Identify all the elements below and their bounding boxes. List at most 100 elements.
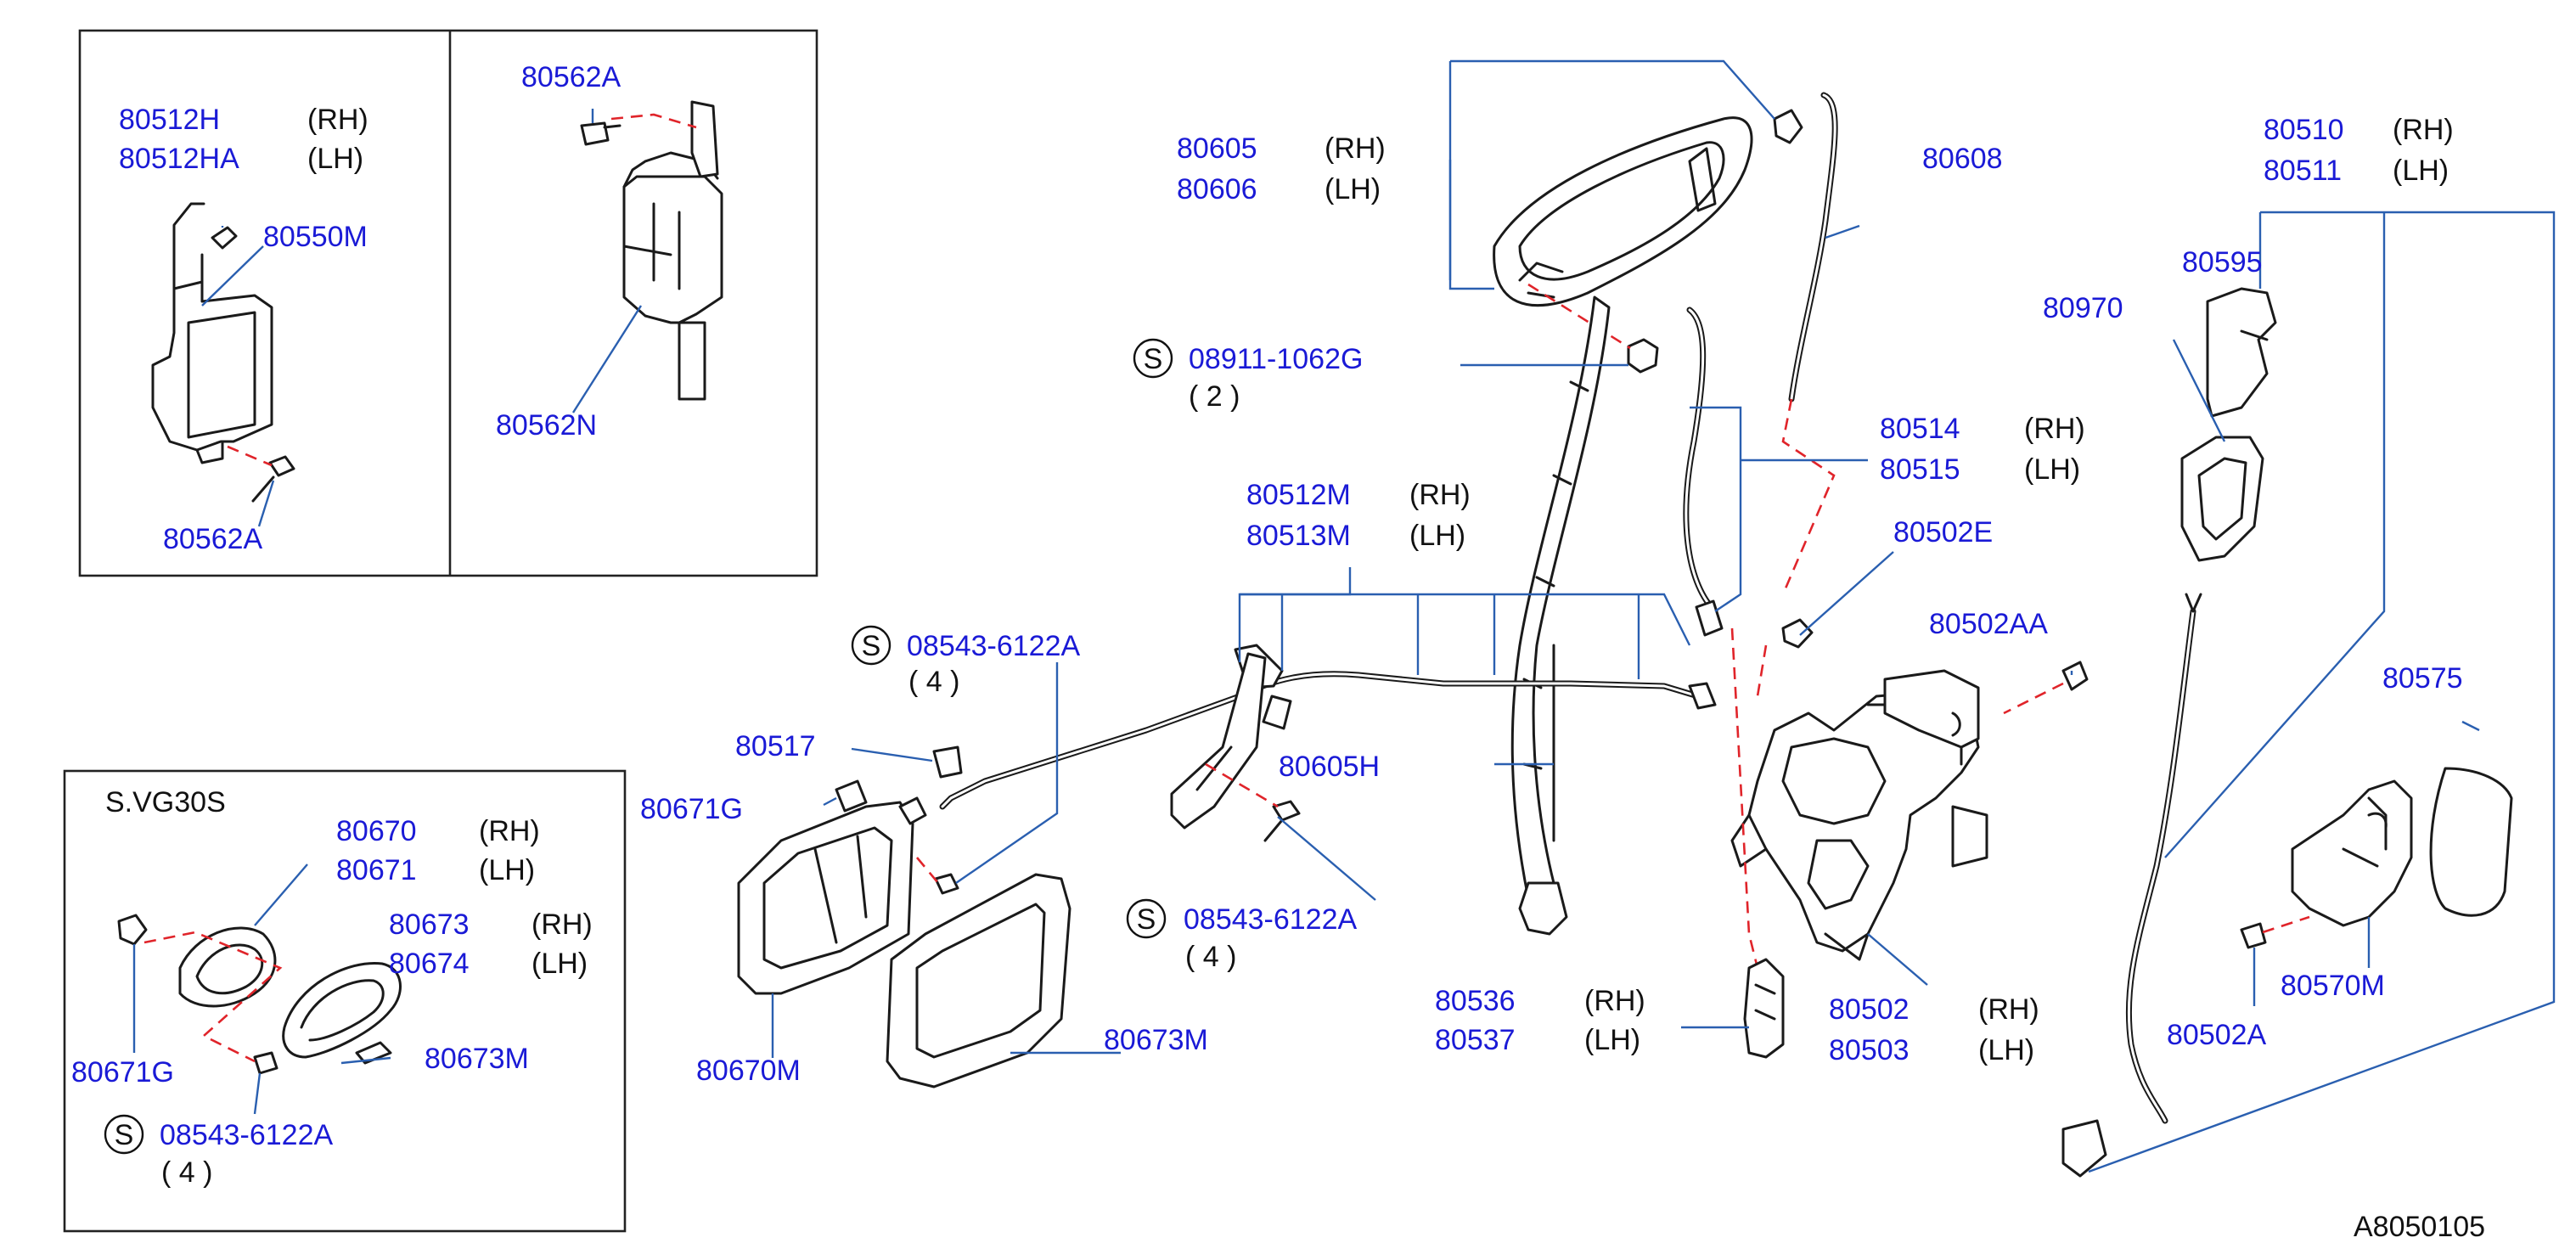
clip-80517 — [932, 745, 963, 779]
label-80513M: 80513M — [1246, 520, 1351, 552]
door-sash-channel — [1510, 295, 1611, 936]
side-80512HA: (LH) — [307, 143, 363, 175]
side-80537: (LH) — [1584, 1024, 1640, 1056]
side-80513M: (LH) — [1409, 520, 1465, 552]
inset-frame-bottom — [63, 769, 627, 1233]
label-80606: 80606 — [1177, 173, 1257, 205]
label-80502A: 80502A — [2167, 1019, 2267, 1051]
label-80671G-inset: 80671G — [71, 1056, 174, 1088]
label-80674: 80674 — [389, 948, 470, 980]
label-80575: 80575 — [2382, 662, 2463, 695]
side-80511: (LH) — [2393, 155, 2449, 187]
dash-lock-screw — [2003, 682, 2064, 715]
handle-screw-a — [934, 873, 959, 895]
label-80515: 80515 — [1880, 453, 1960, 486]
label-80673M-inset: 80673M — [425, 1043, 529, 1075]
label-80537: 80537 — [1435, 1024, 1516, 1056]
striker-shim-80575 — [2429, 767, 2513, 917]
circled-s-icon — [104, 1114, 144, 1155]
label-80608: 80608 — [1922, 143, 2003, 175]
label-bolt-08911: 08911-1062G — [1189, 343, 1363, 375]
lock-cylinder-rod — [1683, 307, 1724, 637]
label-80671G: 80671G — [640, 793, 743, 825]
lock-knob-rod — [2125, 593, 2202, 1124]
s-marker-letter: S — [1137, 903, 1156, 936]
side-80605: (RH) — [1325, 132, 1386, 165]
label-80510: 80510 — [2264, 114, 2344, 146]
inner-handle-bezel — [282, 961, 402, 1059]
dash-lock-lower — [1730, 627, 1759, 969]
inset-frame-top — [78, 29, 818, 577]
label-80503: 80503 — [1829, 1034, 1910, 1066]
side-80670: (RH) — [479, 815, 540, 847]
handle-clip — [355, 1041, 392, 1065]
dash-vg30s — [143, 931, 283, 1063]
outside-handle-rod — [1788, 92, 1838, 402]
label-screw-vg30s: 08543-6122A — [160, 1119, 334, 1151]
qty-bolt-08911: ( 2 ) — [1189, 380, 1240, 413]
label-80512H: 80512H — [119, 104, 220, 136]
dash-lock-clip — [1756, 644, 1768, 697]
side-80514: (RH) — [2024, 413, 2085, 445]
label-80970: 80970 — [2043, 292, 2123, 324]
door-lock-assembly — [1730, 669, 1988, 961]
outside-handle — [1493, 116, 1753, 307]
dash-outside-handle — [1527, 283, 1631, 350]
handle-nut-bottom — [1627, 338, 1659, 374]
label-80673: 80673 — [389, 908, 470, 941]
label-80605H: 80605H — [1279, 751, 1380, 783]
label-80550M: 80550M — [263, 221, 368, 253]
label-80670: 80670 — [336, 815, 417, 847]
dash-bracket — [1205, 762, 1279, 808]
dash-striker — [2262, 915, 2310, 934]
s-marker-letter: S — [115, 1119, 134, 1151]
lock-knob-assembly — [580, 100, 723, 401]
handle-escutcheon — [886, 873, 1071, 1088]
lock-knob-80595 — [2206, 287, 2277, 418]
side-80673: (RH) — [532, 908, 593, 941]
vg30s-inset — [63, 769, 627, 1233]
striker-screw-80502A — [2240, 922, 2267, 949]
circled-s-icon — [1126, 898, 1167, 939]
side-80512M: (RH) — [1409, 479, 1471, 511]
diagram-id: A8050105 — [2354, 1211, 2485, 1243]
label-80562A-top: 80562A — [521, 61, 622, 93]
dash-rods — [1781, 398, 1836, 595]
qty-screw-vg30s: ( 4 ) — [161, 1156, 212, 1189]
side-80671: (LH) — [479, 854, 535, 886]
s-marker-screw-b: S — [1126, 898, 1167, 939]
handle-nut-top — [1773, 109, 1803, 144]
label-80562N: 80562N — [496, 409, 597, 442]
lock-screw-80502AA — [2061, 661, 2089, 691]
side-80536: (RH) — [1584, 985, 1645, 1017]
handle-nut — [117, 914, 148, 946]
actuator-inset — [78, 29, 818, 577]
s-marker-vg30s: S — [104, 1114, 144, 1155]
handle-clip-80671G — [835, 779, 868, 813]
handle-screw — [253, 1051, 278, 1075]
inner-handle-escutcheon — [178, 926, 277, 1008]
label-screw-b: 08543-6122A — [1184, 903, 1358, 936]
door-striker — [2291, 779, 2413, 927]
dash-actuator-screw — [227, 445, 273, 467]
label-80502AA: 80502AA — [1929, 608, 2048, 640]
dash-knob-screw — [610, 113, 697, 129]
lock-clip-80502E — [1781, 618, 1814, 649]
knob-escutcheon-80970 — [2180, 436, 2264, 562]
leader-lines — [132, 59, 2556, 1173]
label-80502: 80502 — [1829, 993, 1910, 1026]
label-80570M: 80570M — [2281, 970, 2385, 1002]
label-80536: 80536 — [1435, 985, 1516, 1017]
dash-inside-handle — [916, 857, 939, 884]
circled-s-icon — [1133, 338, 1173, 379]
label-80512M: 80512M — [1246, 479, 1351, 511]
label-80511: 80511 — [2264, 155, 2342, 187]
s-marker-letter: S — [862, 630, 881, 662]
s-marker-bolt: S — [1133, 338, 1173, 379]
side-80502: (RH) — [1978, 993, 2039, 1026]
rod-clip-bottom — [2061, 1119, 2107, 1178]
side-80606: (LH) — [1325, 173, 1381, 205]
side-80510: (RH) — [2393, 114, 2454, 146]
lock-protector — [1743, 958, 1785, 1059]
